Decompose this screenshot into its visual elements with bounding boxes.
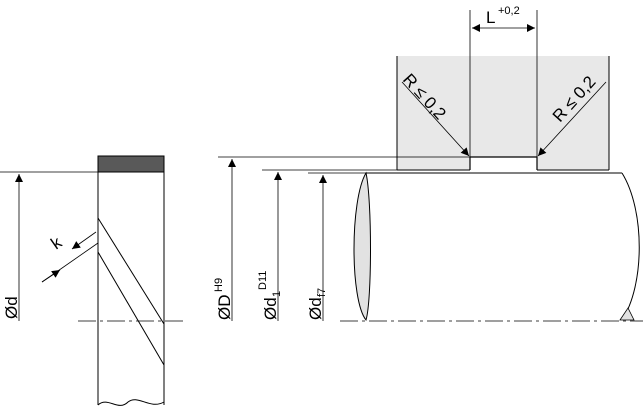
groove-length-tolerance: +0,2 <box>498 5 520 17</box>
groove-d1-index: 1 <box>271 291 283 297</box>
shaft <box>340 171 643 322</box>
shaft-df-label: Ød <box>306 297 325 320</box>
seal-ring-section <box>0 155 186 406</box>
shaft-left-end <box>353 171 371 322</box>
ring-cap <box>97 155 165 173</box>
shaft-df-tolerance: f7 <box>316 288 328 297</box>
housing <box>396 56 610 171</box>
cross-section-k-label: k <box>47 233 65 254</box>
groove-d1-label: Ød <box>261 297 280 320</box>
diameter-dimensions <box>218 156 470 321</box>
bore-D-label: ØD <box>215 295 234 321</box>
diameter-d-label: Ød <box>2 296 21 319</box>
bore-D-tolerance: H9 <box>213 278 225 292</box>
groove <box>401 10 607 170</box>
groove-length-label: L <box>486 8 495 27</box>
groove-d1-tolerance: D11 <box>257 271 269 290</box>
